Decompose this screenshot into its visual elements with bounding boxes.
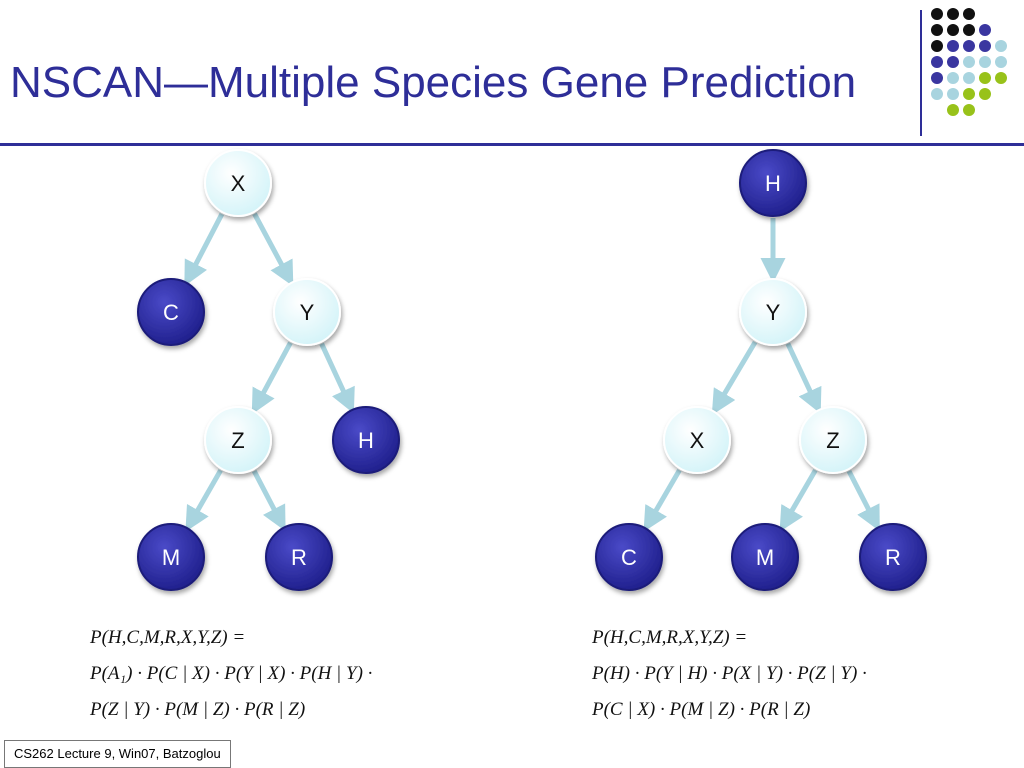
corner-divider: [920, 10, 922, 136]
node-z: Z: [799, 406, 867, 474]
node-label: C: [621, 545, 637, 570]
node-circle: [332, 406, 400, 474]
edge-y-z: [785, 342, 822, 414]
decor-dot: [979, 88, 991, 100]
formula-line: P(H) · P(Y | H) · P(X | Y) · P(Z | Y) ·: [592, 663, 867, 684]
node-y: Y: [739, 278, 807, 346]
edge-z-m: [185, 469, 223, 532]
decor-dot: [931, 72, 943, 84]
node-label: X: [690, 428, 705, 453]
decor-dot: [963, 104, 975, 116]
node-label: Z: [231, 428, 244, 453]
decor-dot: [979, 56, 991, 68]
edge-x-c: [184, 212, 225, 287]
corner-dot-grid: [931, 8, 1007, 116]
node-circle: [204, 406, 272, 474]
node-x: X: [663, 406, 731, 474]
decor-dot: [963, 56, 975, 68]
node-circle: [663, 406, 731, 474]
node-circle: [137, 523, 205, 591]
node-label: X: [231, 171, 246, 196]
decor-dot: [979, 40, 991, 52]
decor-dot: [931, 24, 943, 36]
decor-dot: [995, 40, 1007, 52]
node-label: M: [162, 545, 180, 570]
node-z: Z: [204, 406, 272, 474]
node-y: Y: [273, 278, 341, 346]
edge-y-z: [251, 341, 293, 415]
node-circle: [204, 149, 272, 217]
decor-dot: [931, 8, 943, 20]
decor-dot: [931, 88, 943, 100]
edge-z-r: [846, 470, 880, 532]
formula-line: P(Z | Y) · P(M | Z) · P(R | Z): [90, 699, 306, 720]
slide-title: NSCAN—Multiple Species Gene Prediction: [10, 58, 857, 107]
node-label: M: [756, 545, 774, 570]
formula-line: P(H,C,M,R,X,Y,Z) =: [90, 627, 246, 648]
decor-dot: [979, 72, 991, 84]
formula-line: P(A₁) · P(C | X) · P(Y | X) · P(H | Y) ·: [90, 663, 373, 684]
node-circle: [273, 278, 341, 346]
node-label: R: [291, 545, 307, 570]
decor-dot: [995, 72, 1007, 84]
decor-dot: [931, 56, 943, 68]
edge-x-y: [252, 212, 294, 287]
node-c: C: [137, 278, 205, 346]
edge-x-c: [643, 469, 682, 532]
node-circle: [731, 523, 799, 591]
node-r: R: [265, 523, 333, 591]
edge-z-r: [251, 469, 286, 532]
node-circle: [265, 523, 333, 591]
decor-dot: [947, 8, 959, 20]
edge-y-x: [711, 340, 758, 416]
decor-dot: [963, 72, 975, 84]
decor-dot: [979, 24, 991, 36]
decor-dot: [947, 40, 959, 52]
decor-dot: [963, 24, 975, 36]
decor-dot: [963, 40, 975, 52]
node-circle: [595, 523, 663, 591]
node-circle: [859, 523, 927, 591]
node-h: H: [739, 149, 807, 217]
nodes-layer: X C Y Z H M R H Y X Z C M R: [137, 149, 927, 591]
decor-dot: [931, 40, 943, 52]
node-label: H: [765, 171, 781, 196]
node-label: Z: [826, 428, 839, 453]
tree-diagrams: X C Y Z H M R H Y X Z C M R: [137, 149, 927, 591]
decor-dot: [963, 8, 975, 20]
node-c: C: [595, 523, 663, 591]
decor-dot: [995, 56, 1007, 68]
node-label: R: [885, 545, 901, 570]
formula-tree-2: P(H,C,M,R,X,Y,Z) = P(H) · P(Y | H) · P(X…: [592, 620, 867, 728]
decor-dot: [947, 24, 959, 36]
node-x: X: [204, 149, 272, 217]
edges-layer: [184, 212, 880, 532]
node-label: Y: [300, 300, 315, 325]
footer-citation: CS262 Lecture 9, Win07, Batzoglou: [4, 740, 231, 768]
node-circle: [799, 406, 867, 474]
node-m: M: [137, 523, 205, 591]
node-label: H: [358, 428, 374, 453]
decor-dot: [947, 72, 959, 84]
node-circle: [137, 278, 205, 346]
decor-dot: [963, 88, 975, 100]
formula-line: P(H,C,M,R,X,Y,Z) =: [592, 627, 748, 648]
node-m: M: [731, 523, 799, 591]
decor-dot: [947, 56, 959, 68]
edge-z-m: [779, 469, 818, 532]
node-h: H: [332, 406, 400, 474]
node-label: C: [163, 300, 179, 325]
node-circle: [739, 278, 807, 346]
node-circle: [739, 149, 807, 217]
edge-y-h: [319, 342, 355, 414]
node-label: Y: [766, 300, 781, 325]
formula-tree-1: P(H,C,M,R,X,Y,Z) = P(A₁) · P(C | X) · P(…: [90, 620, 372, 728]
decor-dot: [947, 104, 959, 116]
formula-line: P(C | X) · P(M | Z) · P(R | Z): [592, 699, 811, 720]
decor-dot: [947, 88, 959, 100]
title-divider: [0, 143, 1024, 146]
node-r: R: [859, 523, 927, 591]
